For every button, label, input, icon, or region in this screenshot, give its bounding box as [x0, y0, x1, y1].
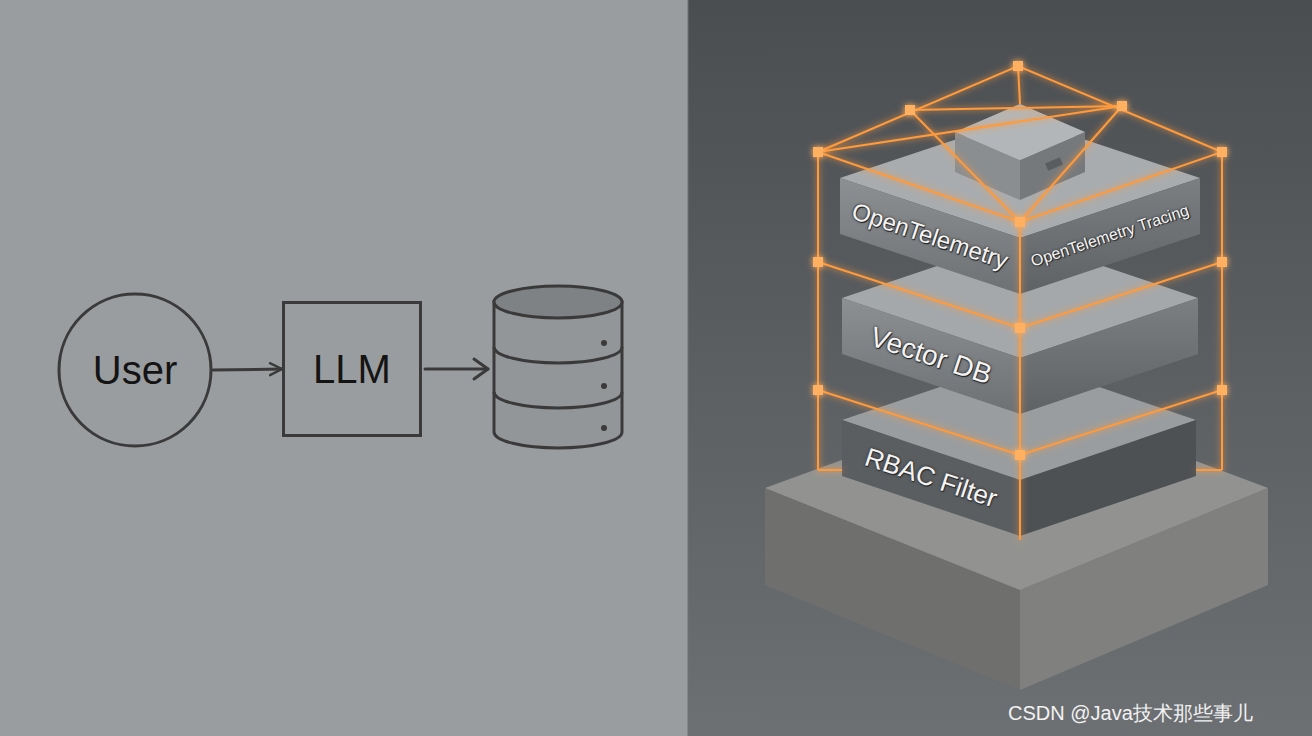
layer-label: OpenTelemetry Tracing — [1029, 201, 1192, 270]
circle-outline — [59, 294, 211, 446]
wireframe-nodes — [813, 61, 1227, 460]
layer-slab: OpenTelemetry OpenTelemetry Tracing — [840, 118, 1200, 294]
left-panel — [0, 0, 688, 736]
flow-arrow — [213, 369, 282, 370]
right-panel — [688, 0, 1312, 736]
node-label: LLM — [313, 347, 391, 392]
actor-circle: User — [57, 292, 213, 448]
watermark: CSDN @Java技术那些事儿 — [1008, 700, 1253, 727]
layer-slab: RBAC Filter — [842, 360, 1196, 536]
database-cylinder — [494, 286, 622, 448]
panel-divider — [688, 0, 689, 736]
layer-label: RBAC Filter — [861, 442, 1001, 515]
process-box: LLM — [282, 301, 422, 437]
layer-label: OpenTelemetry — [848, 197, 1011, 275]
layer-slab: Vector DB — [842, 238, 1198, 414]
arrow — [425, 359, 488, 379]
tracing-wireframe — [818, 66, 1222, 540]
node-label: User — [93, 348, 177, 393]
top-module — [955, 104, 1085, 200]
layer-label: Vector DB — [866, 321, 996, 391]
